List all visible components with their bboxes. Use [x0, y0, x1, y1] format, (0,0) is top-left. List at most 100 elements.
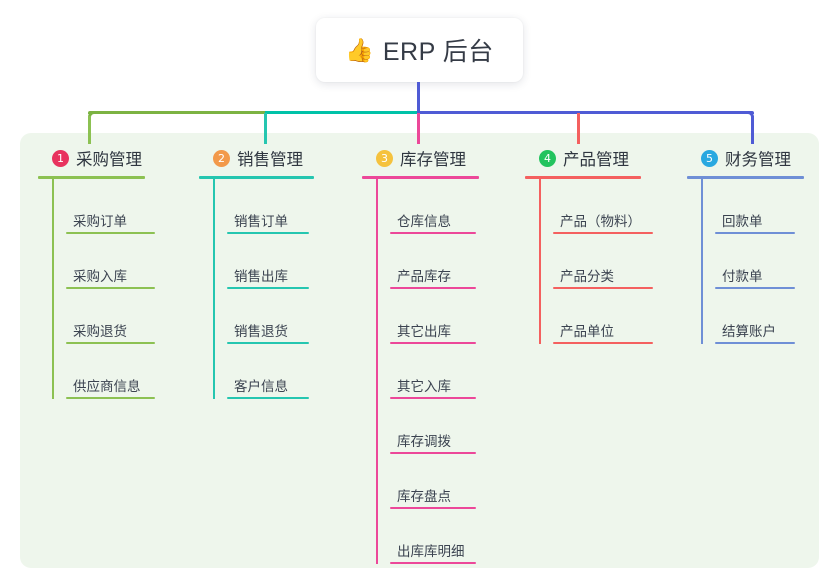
leaf-underline	[66, 342, 155, 344]
column-badge-icon-3: 3	[376, 149, 393, 167]
column-title-4: 产品管理	[563, 151, 629, 169]
leaf-item[interactable]: 采购订单	[52, 179, 155, 234]
leaf-item[interactable]: 客户信息	[213, 344, 314, 399]
root-title: ERP 后台	[382, 38, 494, 66]
column-branch-1: 采购订单采购入库采购退货供应商信息	[38, 179, 155, 399]
leaf-item[interactable]: 出库库明细	[376, 509, 479, 564]
leaf-underline	[66, 287, 155, 289]
column-1: 1 采购管理采购订单采购入库采购退货供应商信息	[38, 146, 155, 399]
leaf-item[interactable]: 回款单	[701, 179, 804, 234]
leaf-item[interactable]: 产品（物料）	[539, 179, 653, 234]
leaf-item[interactable]: 其它出库	[376, 289, 479, 344]
trunk-bar-segment-green	[88, 111, 268, 114]
leaf-label: 产品库存	[397, 269, 451, 284]
leaf-underline	[553, 287, 653, 289]
diagram-background-panel	[20, 133, 819, 568]
leaf-label: 产品单位	[560, 324, 614, 339]
column-title-3: 库存管理	[400, 151, 466, 169]
leaf-underline	[66, 397, 155, 399]
leaf-label: 结算账户	[722, 324, 776, 339]
drop-connector-2	[264, 113, 267, 144]
leaf-label: 采购退货	[73, 324, 127, 339]
leaf-underline	[390, 287, 476, 289]
column-header-1[interactable]: 1 采购管理	[38, 146, 145, 170]
column-underline-3	[362, 176, 479, 179]
branch-spine-4	[539, 179, 541, 344]
root-node[interactable]: 👍 ERP 后台	[316, 18, 523, 82]
leaf-label: 销售出库	[234, 269, 288, 284]
leaf-item[interactable]: 仓库信息	[376, 179, 479, 234]
leaf-underline	[390, 507, 476, 509]
leaf-underline	[227, 342, 309, 344]
leaf-underline	[390, 397, 476, 399]
column-branch-2: 销售订单销售出库销售退货客户信息	[199, 179, 314, 399]
trunk-bar-segment-teal	[265, 111, 418, 114]
leaf-label: 产品（物料）	[560, 214, 641, 229]
drop-connector-3	[417, 113, 420, 144]
column-underline-4	[525, 176, 641, 179]
leaf-label: 库存盘点	[397, 489, 451, 504]
leaf-label: 采购入库	[73, 269, 127, 284]
leaf-underline	[390, 452, 476, 454]
branch-spine-2	[213, 179, 215, 399]
leaf-item[interactable]: 销售出库	[213, 234, 314, 289]
leaf-label: 供应商信息	[73, 379, 141, 394]
leaf-underline	[553, 232, 653, 234]
column-3: 3 库存管理仓库信息产品库存其它出库其它入库库存调拨库存盘点出库库明细	[362, 146, 479, 564]
leaf-label: 其它出库	[397, 324, 451, 339]
leaf-underline	[390, 342, 476, 344]
leaf-label: 库存调拨	[397, 434, 451, 449]
leaf-underline	[715, 232, 795, 234]
leaf-underline	[715, 287, 795, 289]
column-header-3[interactable]: 3 库存管理	[362, 146, 479, 170]
leaf-underline	[227, 232, 309, 234]
leaf-underline	[553, 342, 653, 344]
column-badge-icon-2: 2	[213, 149, 230, 167]
column-title-5: 财务管理	[725, 151, 791, 169]
leaf-item[interactable]: 其它入库	[376, 344, 479, 399]
leaf-item[interactable]: 产品分类	[539, 234, 653, 289]
leaf-underline	[227, 397, 309, 399]
branch-spine-5	[701, 179, 703, 344]
leaf-label: 其它入库	[397, 379, 451, 394]
leaf-label: 仓库信息	[397, 214, 451, 229]
leaf-item[interactable]: 采购入库	[52, 234, 155, 289]
leaf-label: 产品分类	[560, 269, 614, 284]
branch-spine-1	[52, 179, 54, 399]
column-badge-icon-1: 1	[52, 149, 69, 167]
column-underline-2	[199, 176, 314, 179]
column-branch-4: 产品（物料） 产品分类产品单位	[525, 179, 653, 344]
thumbs-up-icon: 👍	[345, 36, 374, 63]
leaf-item[interactable]: 付款单	[701, 234, 804, 289]
trunk-left-corner	[88, 111, 96, 119]
trunk-bar-segment-indigo	[417, 111, 754, 114]
leaf-item[interactable]: 产品库存	[376, 234, 479, 289]
leaf-label: 销售订单	[234, 214, 288, 229]
leaf-underline	[227, 287, 309, 289]
leaf-item[interactable]: 结算账户	[701, 289, 804, 344]
leaf-underline	[390, 562, 476, 564]
leaf-item[interactable]: 库存盘点	[376, 454, 479, 509]
column-underline-5	[687, 176, 804, 179]
column-title-1: 采购管理	[76, 151, 142, 169]
leaf-item[interactable]: 供应商信息	[52, 344, 155, 399]
leaf-item[interactable]: 产品单位	[539, 289, 653, 344]
leaf-label: 采购订单	[73, 214, 127, 229]
leaf-label: 回款单	[722, 214, 763, 229]
column-branch-5: 回款单付款单结算账户	[687, 179, 804, 344]
leaf-item[interactable]: 库存调拨	[376, 399, 479, 454]
drop-connector-5	[751, 116, 754, 144]
leaf-item[interactable]: 销售退货	[213, 289, 314, 344]
leaf-item[interactable]: 销售订单	[213, 179, 314, 234]
trunk-right-corner	[746, 111, 754, 119]
column-branch-3: 仓库信息产品库存其它出库其它入库库存调拨库存盘点出库库明细	[362, 179, 479, 564]
leaf-underline	[390, 232, 476, 234]
leaf-item[interactable]: 采购退货	[52, 289, 155, 344]
